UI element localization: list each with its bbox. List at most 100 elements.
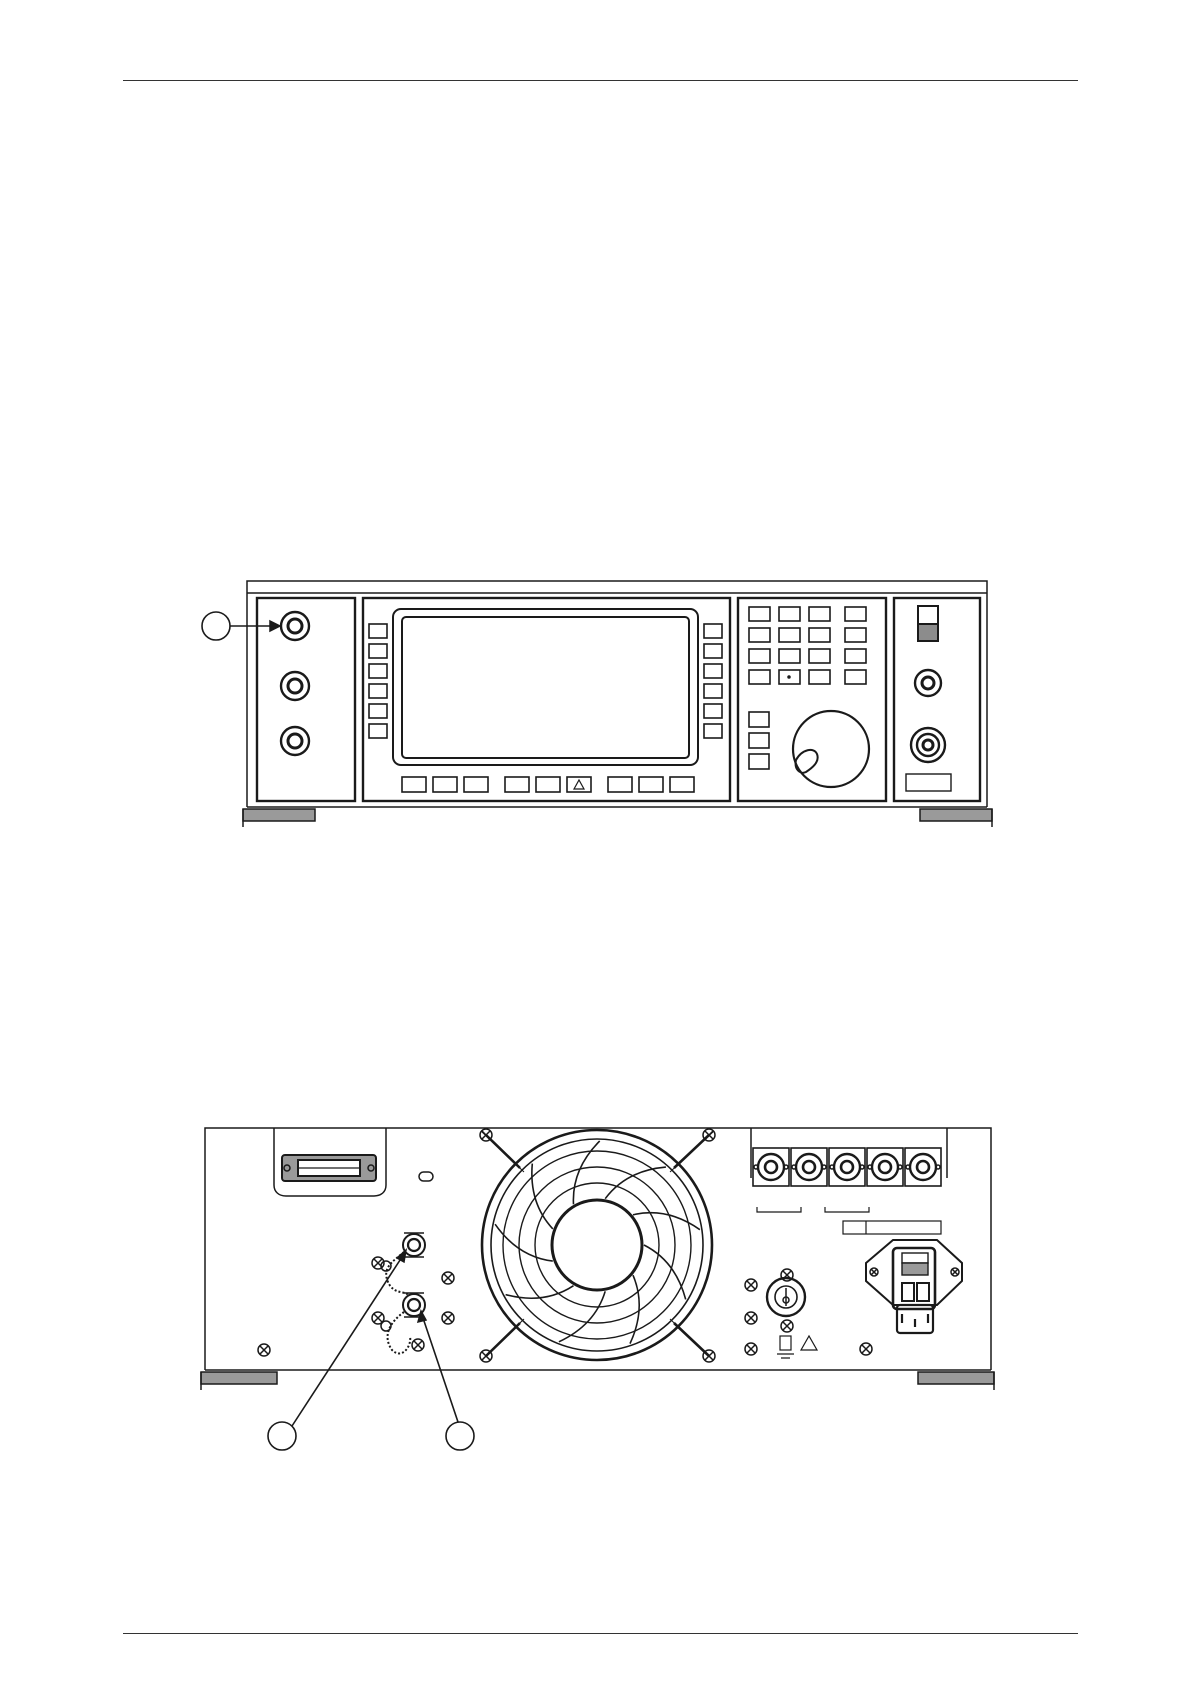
front-connector-3[interactable]: [281, 727, 309, 755]
bnc-label-plate: [843, 1221, 941, 1234]
bnc-screw: [830, 1165, 834, 1169]
screw-slot: [444, 1314, 452, 1322]
cooling-fan: [480, 1129, 715, 1362]
bottom-softkey[interactable]: [639, 777, 663, 792]
keypad-key[interactable]: [779, 628, 800, 642]
rear-callout-arrowhead-2: [418, 1311, 426, 1322]
left-softkey[interactable]: [369, 644, 387, 658]
bottom-softkey[interactable]: [670, 777, 694, 792]
front-panel-figure: [202, 581, 992, 827]
power-switch[interactable]: [918, 606, 938, 641]
front-chassis-outline: [247, 581, 987, 807]
bnc-screw: [822, 1165, 826, 1169]
keypad-key[interactable]: [749, 649, 770, 663]
bnc-pin: [917, 1161, 929, 1173]
rear-vent-slot: [419, 1172, 433, 1181]
bnc-pin: [879, 1161, 891, 1173]
rear-protected-connector-1[interactable]: [403, 1233, 425, 1257]
bnc-screw: [868, 1165, 872, 1169]
keypad-key[interactable]: [845, 649, 866, 663]
left-softkey[interactable]: [369, 684, 387, 698]
bnc-screw: [754, 1165, 758, 1169]
bnc-connector[interactable]: [758, 1154, 784, 1180]
right-softkeys: [704, 624, 722, 738]
rear-aux-connector[interactable]: [767, 1278, 805, 1316]
keypad-key[interactable]: [845, 607, 866, 621]
gpib-connector[interactable]: [282, 1155, 376, 1181]
keypad-key[interactable]: [779, 649, 800, 663]
bottom-softkey[interactable]: [505, 777, 529, 792]
display-screen: [402, 617, 689, 758]
screw-slot: [747, 1314, 755, 1322]
bottom-softkey[interactable]: [464, 777, 488, 792]
keypad-key[interactable]: [809, 670, 830, 684]
keypad-key[interactable]: [809, 649, 830, 663]
bottom-softkey[interactable]: [402, 777, 426, 792]
front-right-foot: [920, 809, 992, 821]
screw-slot: [374, 1259, 382, 1267]
right-softkey[interactable]: [704, 664, 722, 678]
right-softkey[interactable]: [704, 644, 722, 658]
function-key[interactable]: [749, 733, 769, 748]
keypad-key[interactable]: [845, 628, 866, 642]
bnc-screw: [906, 1165, 910, 1169]
keypad-key[interactable]: [749, 607, 770, 621]
bnc-screw: [784, 1165, 788, 1169]
rear-panel-figure: [201, 1128, 994, 1450]
keypad-key[interactable]: [749, 670, 770, 684]
triangle-icon: [574, 780, 584, 789]
right-softkey[interactable]: [704, 624, 722, 638]
display-bezel: [393, 609, 698, 765]
bnc-connector[interactable]: [872, 1154, 898, 1180]
fan-spoke: [630, 1275, 639, 1343]
decimal-point-icon: [788, 676, 790, 678]
keypad-key[interactable]: [845, 670, 866, 684]
ground-symbol: [777, 1336, 794, 1358]
mains-inlet[interactable]: [866, 1240, 962, 1333]
rotary-knob[interactable]: [793, 711, 869, 787]
screw-slot: [444, 1274, 452, 1282]
fan-spoke: [532, 1164, 553, 1229]
bottom-softkeys: [402, 777, 694, 792]
bottom-softkey[interactable]: [536, 777, 560, 792]
rear-right-foot: [918, 1372, 994, 1384]
numeric-keypad: [749, 607, 866, 684]
right-softkey[interactable]: [704, 724, 722, 738]
bnc-screw: [936, 1165, 940, 1169]
bnc-pin: [803, 1161, 815, 1173]
left-softkey[interactable]: [369, 724, 387, 738]
bottom-softkey[interactable]: [608, 777, 632, 792]
front-connector-2[interactable]: [281, 672, 309, 700]
front-connector-1[interactable]: [281, 612, 309, 640]
keypad-key[interactable]: [809, 607, 830, 621]
bottom-softkey[interactable]: [433, 777, 457, 792]
right-softkey[interactable]: [704, 684, 722, 698]
front-left-foot: [243, 809, 315, 821]
left-softkey[interactable]: [369, 664, 387, 678]
function-key[interactable]: [749, 754, 769, 769]
right-softkey[interactable]: [704, 704, 722, 718]
left-softkey[interactable]: [369, 704, 387, 718]
keypad-key[interactable]: [809, 628, 830, 642]
front-right-connector-1[interactable]: [915, 670, 941, 696]
rear-callout-arrowhead-1: [397, 1250, 406, 1262]
keypad-key[interactable]: [779, 607, 800, 621]
bnc-connector[interactable]: [834, 1154, 860, 1180]
front-display-module: [363, 598, 730, 801]
bnc-pin: [765, 1161, 777, 1173]
function-key[interactable]: [749, 712, 769, 727]
left-softkey[interactable]: [369, 624, 387, 638]
front-callout-arrowhead: [270, 621, 280, 631]
rear-left-foot: [201, 1372, 277, 1384]
bnc-connector[interactable]: [796, 1154, 822, 1180]
dust-cap-chain-2: [388, 1312, 411, 1353]
screw-slot: [862, 1345, 870, 1353]
front-right-connector-2[interactable]: [911, 728, 945, 762]
bnc-connector[interactable]: [910, 1154, 936, 1180]
keypad-key[interactable]: [749, 628, 770, 642]
screw-slot: [747, 1345, 755, 1353]
rear-callout-circle-2: [446, 1422, 474, 1450]
warning-triangle-icon: [801, 1336, 817, 1350]
bnc-bank: [751, 1128, 947, 1234]
